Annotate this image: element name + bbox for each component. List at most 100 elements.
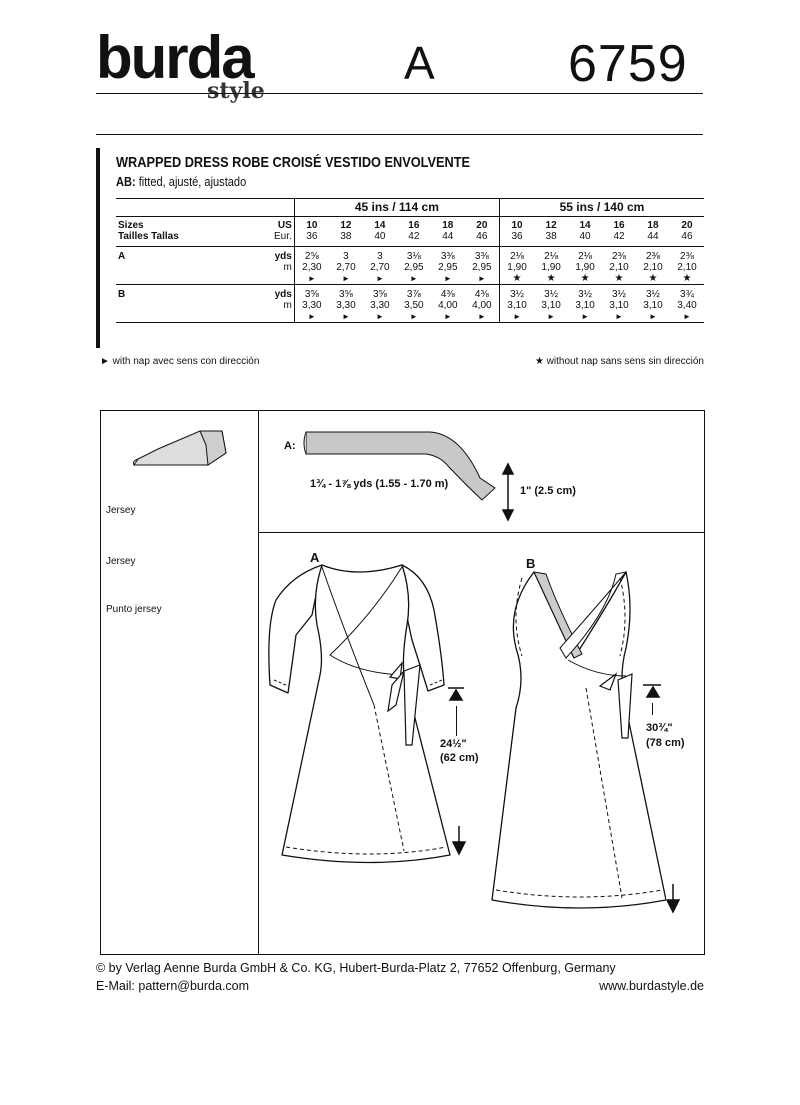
table-row: ► ► ► ► ► ► ► ► ► ► ► ► [116, 311, 704, 323]
measure-line [652, 703, 653, 715]
us-size: 12 [340, 220, 352, 231]
yardage-cell: 3 [377, 251, 383, 262]
meter-cell: 2,95 [438, 262, 458, 273]
dress-a-illustration [268, 564, 451, 864]
yardage-cell: 3 [343, 251, 349, 262]
legend-without-nap: ★ without nap sans sens sin dirección [534, 356, 704, 367]
yardage-cell: 3½ [578, 289, 592, 300]
pattern-title: WRAPPED DRESS ROBE CROISÉ VESTIDO ENVOLV… [116, 154, 470, 171]
us-size: 10 [306, 220, 318, 231]
meter-cell: 3,10 [541, 300, 561, 311]
yardage-cell: 3⅛ [406, 251, 421, 262]
nap-marker-icon: ► [635, 311, 670, 323]
email-text: E-Mail: pattern@burda.com [96, 979, 250, 993]
eur-size: 42 [602, 231, 636, 247]
yardage-cell: 3½ [510, 289, 524, 300]
eur-size: 44 [635, 231, 670, 247]
yardage-cell: 3⅜ [464, 246, 500, 262]
nap-marker-icon: ► [499, 311, 535, 323]
meter-cell: 2,95 [404, 262, 424, 273]
nap-marker-icon: ► [534, 311, 569, 323]
table-blank [116, 273, 272, 285]
nap-marker-icon: ► [430, 273, 465, 285]
yardage-cell: 2⅜ [646, 251, 660, 262]
us-size: 10 [511, 220, 523, 231]
table-corner [116, 198, 272, 217]
nap-marker-icon: ► [294, 273, 329, 285]
fabric-label: Punto jersey [106, 604, 162, 615]
sizes-label-fr-es: Tailles Tallas [116, 231, 272, 247]
eur-size: 44 [430, 231, 465, 247]
notions-view-label: A: [284, 440, 296, 452]
us-size: 20 [464, 216, 500, 231]
nap-marker-icon: ► [464, 273, 500, 285]
fit-description: AB: fitted, ajusté, ajustado [116, 174, 246, 189]
star-marker-icon: ★ [669, 273, 704, 285]
yardage-cell: 4⅜ [464, 284, 500, 300]
nap-marker-icon: ► [464, 311, 500, 323]
yardage-cell: 3½ [544, 289, 559, 300]
eur-size: 36 [294, 231, 329, 247]
meter-cell: 2,10 [643, 262, 663, 273]
us-size: 16 [613, 220, 625, 231]
view-letter: A [404, 37, 435, 89]
table-row: m 3,30 3,30 3,30 3,50 4,00 4,00 3,10 3,1… [116, 300, 704, 311]
yardage-cell: 4⅜ [440, 289, 455, 300]
m-label: m [272, 300, 295, 311]
fabric-label: Jersey [106, 505, 136, 516]
measure-bottom-arrow-icon [666, 884, 680, 914]
meter-cell: 2,30 [302, 262, 322, 273]
star-marker-icon: ★ [568, 273, 603, 285]
nap-marker-icon: ► [362, 311, 397, 323]
table-row: A yds 2⅝ 3 3 3⅛ 3⅜ 3⅜ 2⅛ 2⅛ 2⅛ 2⅜ 2⅜ 2⅜ [116, 246, 704, 262]
meter-cell: 1,90 [507, 262, 527, 273]
width-45-label: 45 ins / 114 cm [294, 198, 500, 217]
yardage-cell: 2⅛ [510, 251, 524, 262]
nap-marker-icon: ► [294, 311, 329, 323]
yds-label: yds [272, 246, 295, 262]
table-blank [116, 300, 272, 311]
table-row: m 2,30 2,70 2,70 2,95 2,95 2,95 1,90 1,9… [116, 262, 704, 273]
us-size: 14 [374, 220, 386, 231]
meter-cell: 3,10 [643, 300, 663, 311]
eur-label: Eur. [272, 231, 295, 247]
notions-divider [258, 532, 704, 533]
meter-cell: 4,00 [438, 300, 458, 311]
yardage-cell: 3½ [612, 289, 626, 300]
copyright-text: © by Verlag Aenne Burda GmbH & Co. KG, H… [96, 961, 616, 975]
yardage-cell: 3⅜ [440, 251, 455, 262]
yardage-cell: 2⅜ [612, 251, 626, 262]
view-a-row-label: A [118, 251, 126, 262]
nap-marker-icon: ► [602, 311, 636, 323]
yardage-cell: 3⅞ [406, 289, 421, 300]
view-b-label: B [526, 556, 536, 571]
table-corner-unit [272, 198, 295, 217]
meter-cell: 3,10 [575, 300, 595, 311]
table-blank [272, 273, 295, 285]
table-row: ► ► ► ► ► ► ★ ★ ★ ★ ★ ★ [116, 273, 704, 285]
eur-size: 40 [362, 231, 397, 247]
fabric-label: Jersey [106, 556, 136, 567]
yardage-cell: 3⅝ [304, 289, 319, 300]
nap-marker-icon: ► [568, 311, 603, 323]
illustration-frame [100, 410, 705, 955]
meter-cell: 3,10 [609, 300, 629, 311]
measure-line [456, 706, 457, 736]
eur-size: 38 [328, 231, 363, 247]
us-size: 18 [647, 220, 659, 231]
fabric-roll-icon [133, 430, 227, 466]
yardage-cell: 3¾ [680, 289, 694, 300]
meter-cell: 3,30 [302, 300, 322, 311]
pattern-number: 6759 [568, 35, 688, 93]
meter-cell: 2,70 [370, 262, 390, 273]
width-55-label: 55 ins / 140 cm [499, 198, 704, 217]
website-link[interactable]: www.burdastyle.de [599, 979, 704, 993]
fabric-column-divider [258, 410, 259, 954]
us-size: 18 [442, 220, 454, 231]
us-label: US [272, 216, 295, 231]
us-size: 20 [681, 220, 693, 231]
tape-illustration [303, 431, 496, 501]
star-marker-icon: ★ [534, 273, 569, 285]
eur-size: 46 [464, 231, 500, 247]
header-rule-lower [96, 134, 703, 135]
